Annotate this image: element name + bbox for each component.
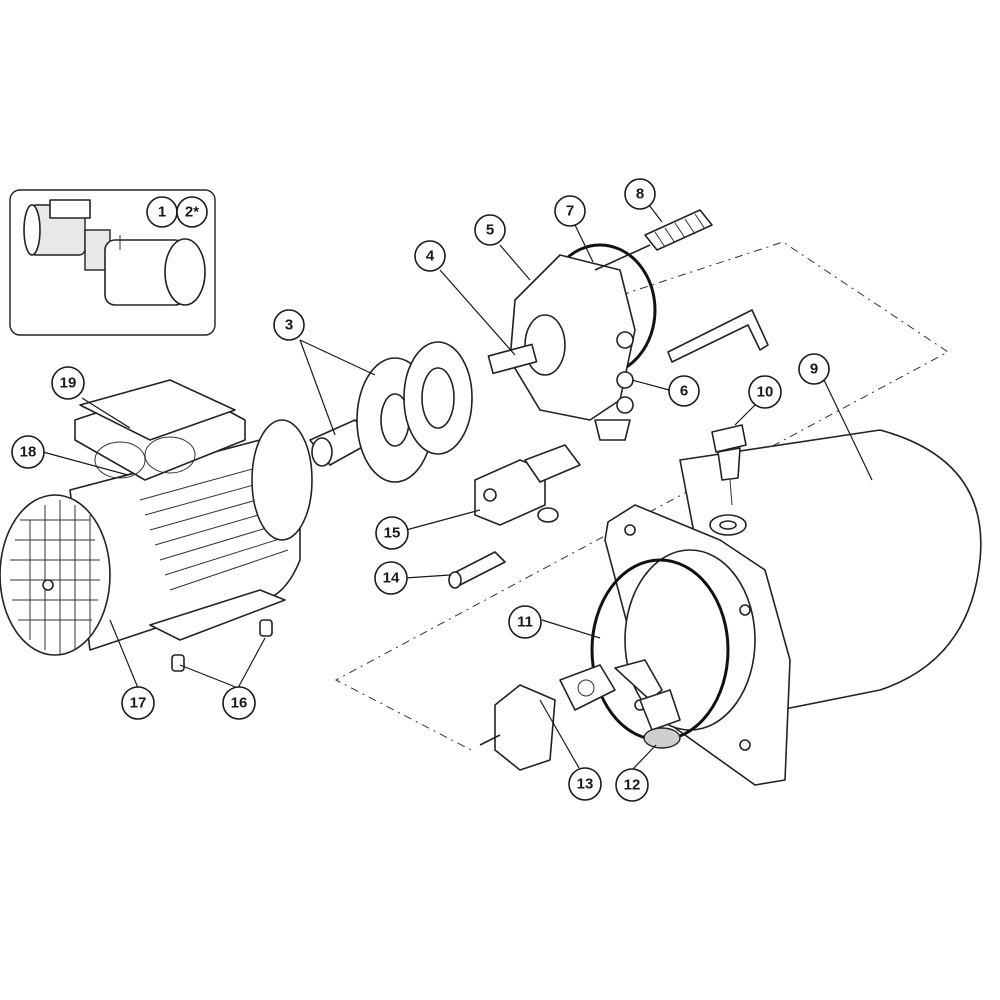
svg-text:15: 15	[384, 525, 401, 542]
svg-text:1: 1	[158, 204, 166, 221]
callout-6: 6	[668, 375, 700, 407]
svg-text:3: 3	[285, 317, 293, 334]
svg-text:19: 19	[60, 375, 77, 392]
callout-9: 9	[798, 353, 830, 385]
svg-text:4: 4	[426, 248, 435, 265]
callout-1: 1	[146, 196, 178, 228]
svg-text:7: 7	[566, 203, 574, 220]
callout-19: 19	[51, 366, 85, 400]
oil-tank	[604, 429, 982, 786]
leader-lines	[42, 204, 873, 771]
coupling-assembly	[309, 341, 473, 483]
svg-text:10: 10	[757, 384, 774, 401]
pump-assembly	[487, 243, 657, 441]
svg-text:2*: 2*	[185, 204, 199, 221]
cover-plate	[479, 664, 616, 771]
callout-16: 16	[222, 686, 256, 720]
callout-17: 17	[121, 686, 155, 720]
callout-2: 2*	[176, 196, 208, 228]
valve-assembly	[448, 444, 581, 589]
callout-14: 14	[374, 561, 408, 595]
svg-text:11: 11	[517, 614, 533, 631]
callout-3: 3	[273, 309, 305, 341]
svg-text:16: 16	[231, 695, 248, 712]
rubber-feet	[171, 619, 273, 672]
callout-11: 11	[508, 605, 542, 639]
level-gauge	[614, 659, 681, 749]
callout-13: 13	[568, 767, 602, 801]
svg-text:9: 9	[810, 361, 818, 378]
suction-filter	[594, 209, 769, 363]
reservoir-outline	[334, 241, 949, 753]
callout-15: 15	[375, 516, 409, 550]
filler-breather	[709, 424, 747, 536]
svg-text:18: 18	[20, 444, 37, 461]
callout-10: 10	[748, 375, 782, 409]
svg-text:17: 17	[130, 695, 147, 712]
svg-text:5: 5	[486, 222, 494, 239]
callout-18: 18	[11, 435, 45, 469]
callout-4: 4	[414, 240, 446, 272]
callout-8: 8	[624, 178, 656, 210]
svg-text:13: 13	[577, 776, 594, 793]
callout-12: 12	[615, 768, 649, 802]
callout-7: 7	[554, 195, 586, 227]
svg-text:12: 12	[624, 777, 641, 794]
svg-text:6: 6	[680, 383, 688, 400]
svg-text:14: 14	[383, 570, 400, 587]
electric-motor	[0, 379, 313, 656]
callout-5: 5	[474, 214, 506, 246]
svg-text:8: 8	[636, 186, 644, 203]
